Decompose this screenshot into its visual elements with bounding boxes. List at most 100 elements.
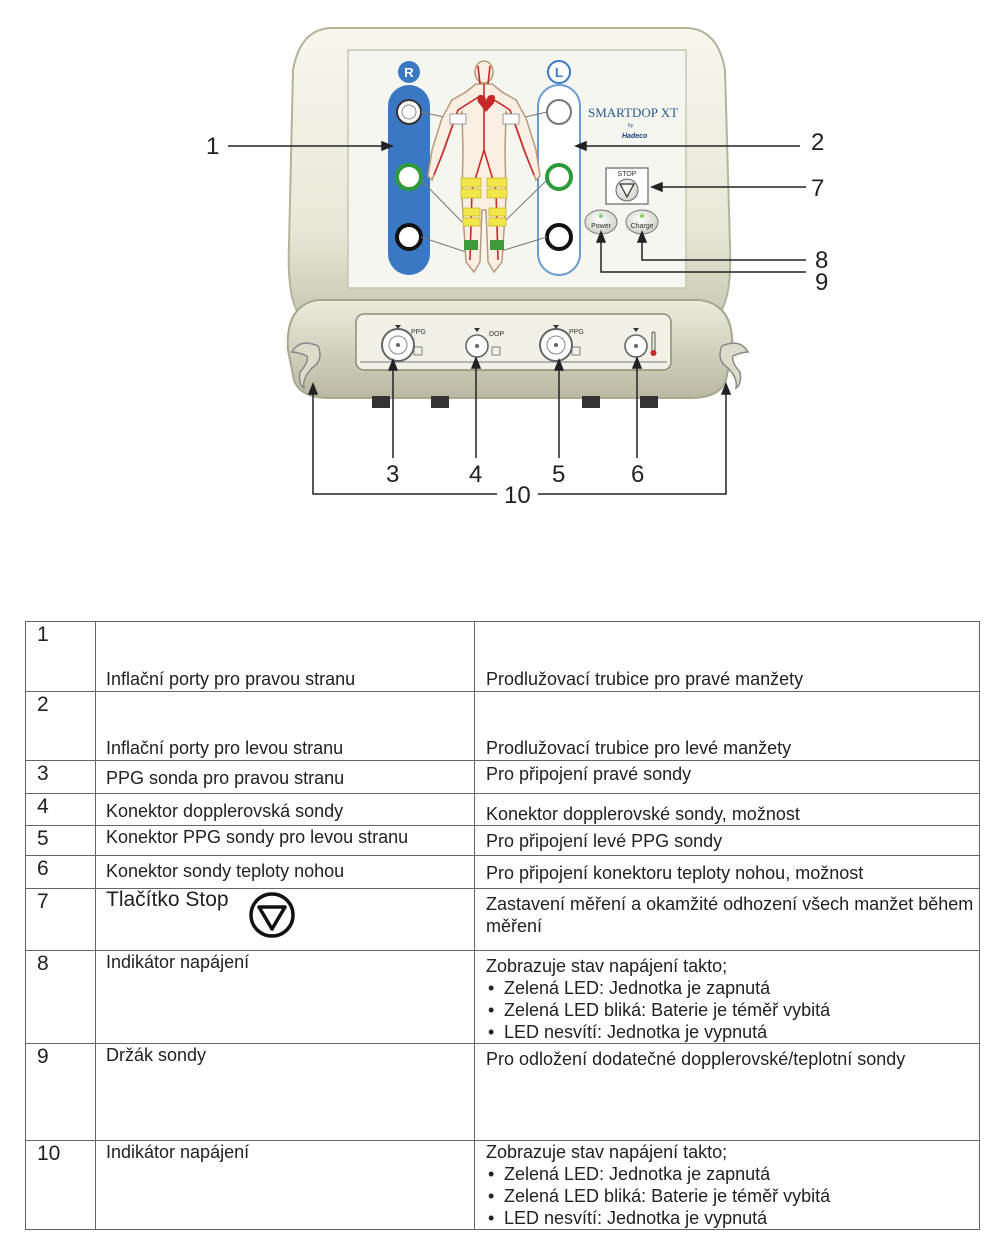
row-description: Prodlužovací trubice pro pravé manžety [474, 621, 980, 692]
row-number: 1 [25, 621, 96, 692]
row-description: Pro připojení pravé sondy [474, 760, 980, 794]
svg-text:DOP: DOP [489, 331, 505, 338]
bullet-list: Zelená LED: Jednotka je zapnutá Zelená L… [486, 977, 979, 1043]
row-description-cell: Zobrazuje stav napájení takto; Zelená LE… [474, 950, 980, 1044]
row-description: Pro připojení levé PPG sondy [474, 825, 980, 856]
device-diagram: R L [206, 27, 828, 509]
probe-holder-right [719, 342, 750, 390]
legend-table: 1 Inflační porty pro pravou stranu Prodl… [25, 621, 980, 1230]
connector-panel [355, 313, 672, 371]
callout-8: 8 [815, 247, 828, 274]
row-description: Zobrazuje stav napájení takto; [486, 956, 728, 976]
charge-label: Charge [631, 223, 654, 230]
callout-6: 6 [631, 461, 644, 488]
row-name: Indikátor napájení [95, 1140, 475, 1230]
device-foot [582, 396, 600, 408]
row-description: Pro připojení konektoru teploty nohou, m… [474, 855, 980, 889]
row-number: 5 [25, 825, 96, 856]
brand-by: by [628, 123, 634, 129]
row-description: Prodlužovací trubice pro levé manžety [474, 691, 980, 761]
ankle-cuffs-green [464, 240, 504, 250]
row-name: Držák sondy [95, 1043, 475, 1141]
device-foot [372, 396, 390, 408]
left-side-label: L [555, 65, 563, 80]
right-side-badge [398, 61, 420, 83]
row-name: Tlačítko Stop [106, 888, 229, 911]
list-item: Zelená LED: Jednotka je zapnutá [486, 1163, 979, 1185]
table-row: 2 Inflační porty pro levou stranu Prodlu… [25, 691, 980, 761]
callout-5: 5 [552, 461, 565, 488]
ppg-left-connector: PPG [539, 325, 584, 362]
right-side-label: R [404, 65, 414, 80]
row-name-cell: Tlačítko Stop [95, 888, 475, 951]
row-number: 9 [25, 1043, 96, 1141]
brand-name: SMARTDOP XT [588, 105, 678, 120]
charge-led [640, 214, 644, 218]
stop-button-label: STOP [618, 171, 637, 178]
table-row: 8 Indikátor napájení Zobrazuje stav napá… [25, 950, 980, 1044]
leg-cuffs-yellow [460, 177, 508, 227]
row-description: Pro odložení dodatečné dopplerovské/tepl… [474, 1043, 980, 1141]
arm-cuff [502, 113, 520, 125]
left-port-black [545, 223, 573, 251]
stop-triangle-icon [618, 183, 636, 199]
list-item: Zelená LED bliká: Baterie je téměř vybit… [486, 1185, 979, 1207]
row-description: Zastavení měření a okamžité odhození vše… [474, 888, 980, 951]
callout-9: 9 [815, 269, 828, 296]
temperature-connector [624, 328, 657, 358]
callout-10: 10 [504, 482, 531, 509]
table-row: 3 PPG sonda pro pravou stranu Pro připoj… [25, 760, 980, 794]
row-number: 2 [25, 691, 96, 761]
table-row: 7 Tlačítko Stop Zastavení měření a okamž… [25, 888, 980, 951]
device-foot [431, 396, 449, 408]
row-number: 8 [25, 950, 96, 1044]
table-row: 6 Konektor sondy teploty nohou Pro připo… [25, 855, 980, 889]
table-row: 10 Indikátor napájení Zobrazuje stav nap… [25, 1140, 980, 1230]
table-row: 1 Inflační porty pro pravou stranu Prodl… [25, 621, 980, 692]
row-number: 4 [25, 793, 96, 826]
probe-holder-left [290, 342, 321, 390]
row-number: 3 [25, 760, 96, 794]
row-number: 7 [25, 888, 96, 951]
row-name: Inflační porty pro levou stranu [95, 691, 475, 761]
row-name: Konektor sondy teploty nohou [95, 855, 475, 889]
row-name: Inflační porty pro pravou stranu [95, 621, 475, 692]
callout-2: 2 [811, 129, 824, 156]
stop-triangle-icon [248, 891, 296, 944]
right-port-white [396, 99, 422, 125]
brand-maker: Hadeco [622, 133, 648, 140]
row-name: PPG sonda pro pravou stranu [95, 760, 475, 794]
power-led [599, 214, 603, 218]
power-label: Power [591, 223, 612, 230]
svg-text:PPG: PPG [411, 329, 426, 336]
row-description: Konektor dopplerovské sondy, možnost [474, 793, 980, 826]
row-description: Zobrazuje stav napájení takto; [486, 1142, 728, 1162]
list-item: Zelená LED: Jednotka je zapnutá [486, 977, 979, 999]
row-name: Konektor PPG sondy pro levou stranu [95, 825, 475, 856]
svg-text:PPG: PPG [569, 329, 584, 336]
row-number: 6 [25, 855, 96, 889]
callout-3: 3 [386, 461, 399, 488]
bullet-list: Zelená LED: Jednotka je zapnutá Zelená L… [486, 1163, 979, 1229]
device-foot [640, 396, 658, 408]
callout-1: 1 [206, 133, 219, 160]
table-row: 9 Držák sondy Pro odložení dodatečné dop… [25, 1043, 980, 1141]
list-item: LED nesvítí: Jednotka je vypnutá [486, 1207, 979, 1229]
arm-cuff [449, 113, 467, 125]
doppler-connector: DOP [465, 328, 505, 358]
row-name: Indikátor napájení [95, 950, 475, 1044]
ppg-right-connector: PPG [381, 325, 426, 362]
heart-icon [477, 94, 495, 112]
list-item: LED nesvítí: Jednotka je vypnutá [486, 1021, 979, 1043]
row-number: 10 [25, 1140, 96, 1230]
left-port-white [546, 99, 572, 125]
left-port-green [545, 163, 573, 191]
table-row: 4 Konektor dopplerovská sondy Konektor d… [25, 793, 980, 826]
row-description-cell: Zobrazuje stav napájení takto; Zelená LE… [474, 1140, 980, 1230]
left-side-badge [547, 60, 571, 84]
callout-7: 7 [811, 175, 824, 202]
right-port-green [395, 163, 423, 191]
right-port-black [395, 223, 423, 251]
list-item: Zelená LED bliká: Baterie je téměř vybit… [486, 999, 979, 1021]
table-row: 5 Konektor PPG sondy pro levou stranu Pr… [25, 825, 980, 856]
